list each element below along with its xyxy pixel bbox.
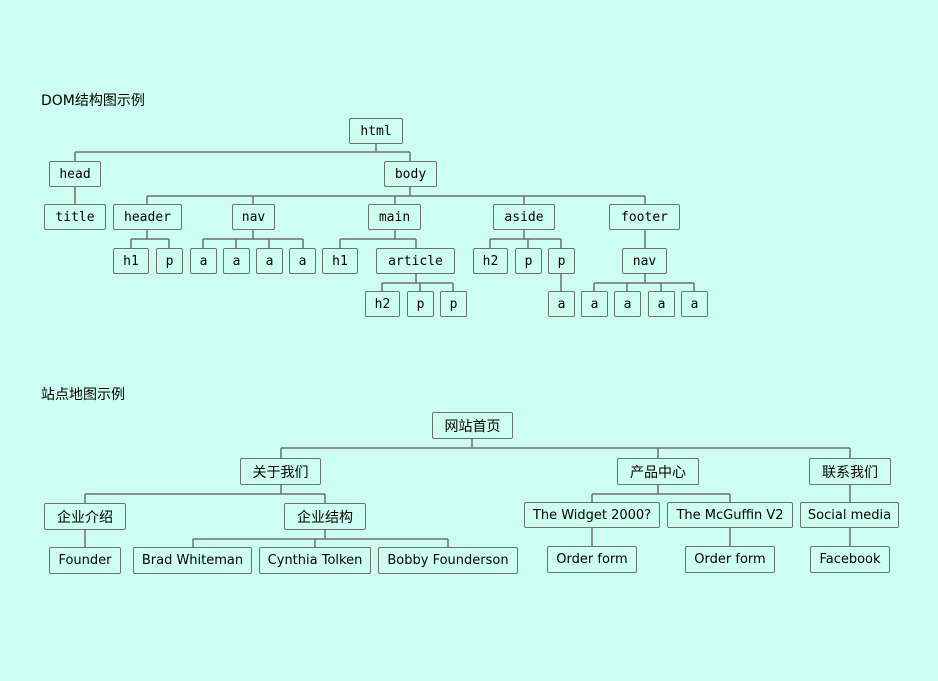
site-node-mcguffin-order-form: Order form <box>685 546 775 573</box>
site-node-about: 关于我们 <box>240 458 321 485</box>
site-node-founder: Founder <box>49 547 121 574</box>
dom-node-aside-a: a <box>548 291 575 317</box>
dom-node-main-h1: h1 <box>322 248 358 274</box>
dom-node-aside-p: p <box>548 248 575 274</box>
dom-node-footer-a: a <box>581 291 608 317</box>
dom-node-nav-a: a <box>256 248 283 274</box>
dom-node-header-p: p <box>156 248 183 274</box>
dom-node-footer-a: a <box>681 291 708 317</box>
site-node-cynthia: Cynthia Tolken <box>259 547 371 574</box>
dom-node-nav-a: a <box>289 248 316 274</box>
site-node-intro: 企业介绍 <box>44 503 126 530</box>
dom-node-nav-a: a <box>223 248 250 274</box>
dom-node-aside: aside <box>493 204 555 230</box>
dom-diagram-heading: DOM结构图示例 <box>41 93 145 109</box>
site-node-brad: Brad Whiteman <box>133 547 252 574</box>
sitemap-heading: 站点地图示例 <box>41 387 125 403</box>
dom-node-aside-h2: h2 <box>473 248 508 274</box>
site-node-widget-order-form: Order form <box>547 546 637 573</box>
dom-node-main: main <box>368 204 421 230</box>
site-node-contact: 联系我们 <box>809 458 891 485</box>
dom-node-footer-a: a <box>648 291 675 317</box>
dom-node-footer: footer <box>609 204 680 230</box>
site-node-facebook: Facebook <box>810 546 890 573</box>
dom-node-aside-p: p <box>515 248 542 274</box>
dom-node-head: head <box>49 161 101 187</box>
dom-node-body: body <box>384 161 437 187</box>
dom-node-title: title <box>44 204 106 230</box>
dom-node-article-h2: h2 <box>365 291 400 317</box>
dom-node-header-h1: h1 <box>113 248 149 274</box>
site-node-widget: The Widget 2000? <box>524 502 660 528</box>
dom-node-article: article <box>376 248 455 274</box>
dom-node-nav-a: a <box>190 248 217 274</box>
site-node-products: 产品中心 <box>617 458 699 485</box>
dom-node-article-p: p <box>440 291 467 317</box>
dom-node-html: html <box>349 118 403 144</box>
dom-node-article-p: p <box>407 291 434 317</box>
site-node-home: 网站首页 <box>432 412 513 439</box>
site-node-structure: 企业结构 <box>284 503 366 530</box>
dom-node-footer-a: a <box>614 291 641 317</box>
site-node-mcguffin: The McGuffin V2 <box>667 502 793 528</box>
site-node-social-media: Social media <box>800 502 899 528</box>
dom-node-header: header <box>113 204 182 230</box>
site-node-bobby: Bobby Founderson <box>378 547 518 574</box>
dom-node-footer-nav: nav <box>622 248 667 274</box>
dom-node-nav: nav <box>232 204 275 230</box>
